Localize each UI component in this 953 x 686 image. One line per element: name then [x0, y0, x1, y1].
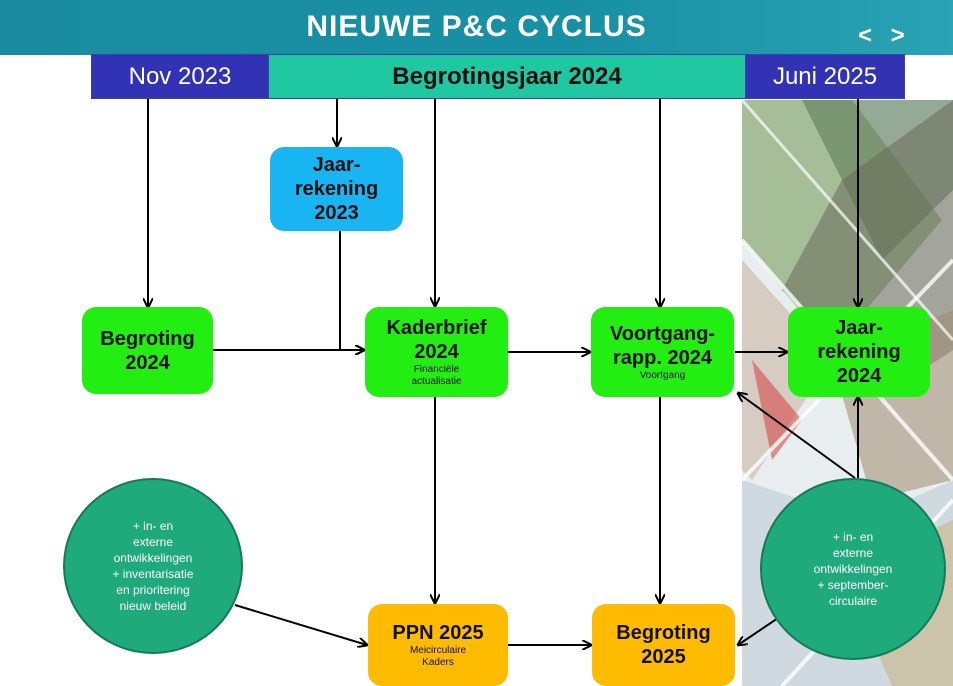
node-jaarrekening-2023: Jaar- rekening 2023: [270, 147, 403, 231]
node-jaarrekening-2024-title: Jaar- rekening 2024: [817, 317, 901, 387]
node-voortgang-2024: Voortgang- rapp. 2024 Voortgang: [591, 307, 734, 397]
node-begroting-2025-title: Begroting 2025: [616, 622, 711, 668]
node-kaderbrief-2024-title: Kaderbrief 2024: [386, 317, 487, 363]
circle-ontwikkelingen-right: + in- en externe ontwikkelingen + septem…: [760, 478, 946, 660]
node-begroting-2024-title: Begroting 2024: [100, 327, 195, 374]
node-voortgang-2024-title: Voortgang- rapp. 2024: [609, 323, 716, 369]
arrow-circle-left-to-ppn: [234, 604, 367, 645]
node-jaarrekening-2023-title: Jaar- rekening 2023: [294, 154, 379, 224]
nav-arrows[interactable]: < >: [858, 22, 911, 49]
node-ppn-2025: PPN 2025 Meicirculaire Kaders: [368, 604, 508, 686]
node-begroting-2024: Begroting 2024: [82, 307, 213, 394]
node-kaderbrief-2024-sub: Financiële actualisatie: [411, 364, 462, 387]
node-begroting-2025: Begroting 2025: [592, 604, 735, 686]
node-kaderbrief-2024: Kaderbrief 2024 Financiële actualisatie: [365, 307, 508, 397]
node-voortgang-2024-sub: Voortgang: [639, 370, 686, 381]
title-bar: [0, 0, 953, 55]
node-ppn-2025-sub: Meicirculaire Kaders: [409, 645, 467, 668]
header-juni-2025: Juni 2025: [745, 54, 905, 99]
arrow-jaarrekening-2023-to-kaderbrief: [339, 231, 364, 350]
header-nov-2023: Nov 2023: [91, 54, 269, 99]
circle-ontwikkelingen-left: + in- en externe ontwikkelingen + invent…: [63, 478, 243, 654]
node-jaarrekening-2024: Jaar- rekening 2024: [788, 307, 930, 397]
arrow-circle-right-to-voortgang: [738, 393, 856, 479]
page-title: NIEUWE P&C CYCLUS: [306, 10, 647, 43]
node-ppn-2025-title: PPN 2025: [392, 622, 484, 644]
